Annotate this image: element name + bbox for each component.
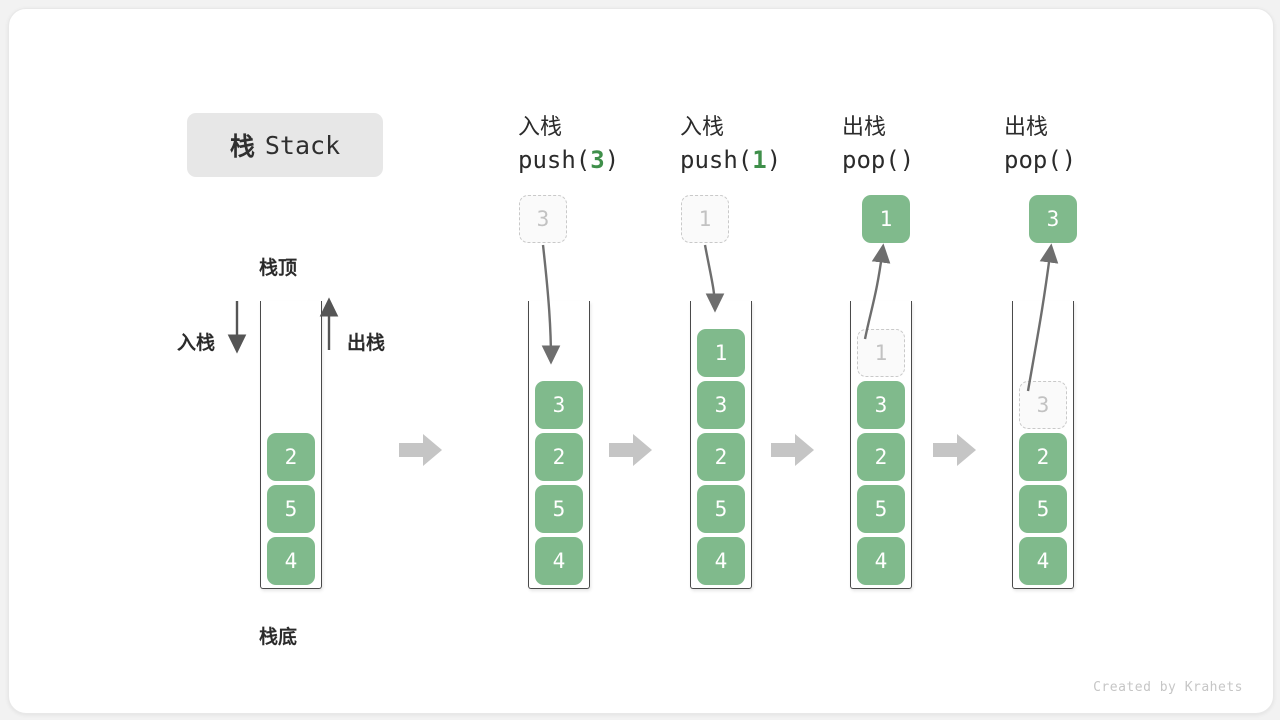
op-header-push-3: 入栈 push(3) [518, 113, 688, 177]
stack-cell: 4 [267, 537, 315, 585]
diagram-canvas: 栈 Stack 栈顶 栈底 入栈 出栈 入栈 push(3) 入栈 push(1… [8, 8, 1274, 714]
op-code-post: ) [604, 146, 620, 174]
stack-cell: 2 [535, 433, 583, 481]
stack-cell: 2 [857, 433, 905, 481]
stack-cells: 4 5 2 3 1 [857, 325, 905, 585]
op-code-pre: pop( [842, 146, 900, 174]
stack-cell: 4 [535, 537, 583, 585]
stack-cell: 5 [535, 485, 583, 533]
stack-cell: 2 [697, 433, 745, 481]
stack-pop-1: 4 5 2 3 1 [850, 301, 912, 589]
stack-cell: 5 [1019, 485, 1067, 533]
step-arrow-icon-4 [933, 433, 977, 467]
op-code-arg: 3 [590, 146, 605, 174]
stack-container [1012, 301, 1074, 589]
stack-cells: 4 5 2 [267, 429, 315, 585]
title-badge: 栈 Stack [187, 113, 383, 177]
op-code-pre: push( [680, 146, 753, 174]
stack-cell: 5 [857, 485, 905, 533]
stack-container [528, 301, 590, 589]
popped-box-1: 1 [862, 195, 910, 243]
stack-container [260, 301, 322, 589]
op-label-cn: 入栈 [680, 115, 725, 140]
stack-container [690, 301, 752, 589]
stack-cells: 4 5 2 3 [535, 377, 583, 585]
stack-cell: 2 [267, 433, 315, 481]
footer-credit: Created by Krahets [1093, 680, 1243, 695]
op-code-post: ) [766, 146, 782, 174]
push-direction-label: 入栈 [177, 332, 216, 354]
op-code-pre: push( [518, 146, 591, 174]
op-code-arg: 1 [752, 146, 767, 174]
stack-cells: 4 5 2 3 1 [697, 325, 745, 585]
op-header-push-1: 入栈 push(1) [680, 113, 850, 177]
stack-cell: 3 [697, 381, 745, 429]
step-arrow-icon-1 [399, 433, 443, 467]
stack-cell-ghost: 1 [857, 329, 905, 377]
title-cn: 栈 [229, 132, 256, 161]
op-label-cn: 出栈 [842, 115, 887, 140]
op-header-pop-3: 出栈 pop() [1004, 113, 1174, 177]
stack-initial: 4 5 2 [260, 301, 322, 589]
stack-cell: 5 [267, 485, 315, 533]
op-code-post: ) [899, 146, 915, 174]
op-code-post: ) [1061, 146, 1077, 174]
stack-bottom-label: 栈底 [259, 626, 298, 648]
stack-top-label: 栈顶 [259, 257, 298, 279]
step-arrow-icon-2 [609, 433, 653, 467]
stack-cell: 1 [697, 329, 745, 377]
stack-cell: 4 [857, 537, 905, 585]
stack-cell: 3 [535, 381, 583, 429]
stack-container [850, 301, 912, 589]
stack-cell: 4 [697, 537, 745, 585]
stack-cell: 5 [697, 485, 745, 533]
op-label-cn: 出栈 [1004, 115, 1049, 140]
op-code: pop() [1004, 143, 1174, 177]
push-source-box-1: 1 [681, 195, 729, 243]
step-arrow-icon-3 [771, 433, 815, 467]
stack-cell: 3 [857, 381, 905, 429]
stack-cell: 4 [1019, 537, 1067, 585]
op-code: pop() [842, 143, 1012, 177]
title-en: Stack [264, 130, 341, 160]
op-code-pre: pop( [1004, 146, 1062, 174]
push-source-box-3: 3 [519, 195, 567, 243]
stack-cells: 4 5 2 3 [1019, 377, 1067, 585]
stack-after-push-3: 4 5 2 3 [528, 301, 590, 589]
op-label-cn: 入栈 [518, 115, 563, 140]
stack-cell-ghost: 3 [1019, 381, 1067, 429]
op-code: push(1) [680, 143, 850, 177]
stack-pop-3: 4 5 2 3 [1012, 301, 1074, 589]
popped-box-3: 3 [1029, 195, 1077, 243]
stack-after-push-1: 4 5 2 3 1 [690, 301, 752, 589]
op-code: push(3) [518, 143, 688, 177]
stack-cell: 2 [1019, 433, 1067, 481]
op-header-pop-1: 出栈 pop() [842, 113, 1012, 177]
pop-direction-label: 出栈 [347, 332, 386, 354]
